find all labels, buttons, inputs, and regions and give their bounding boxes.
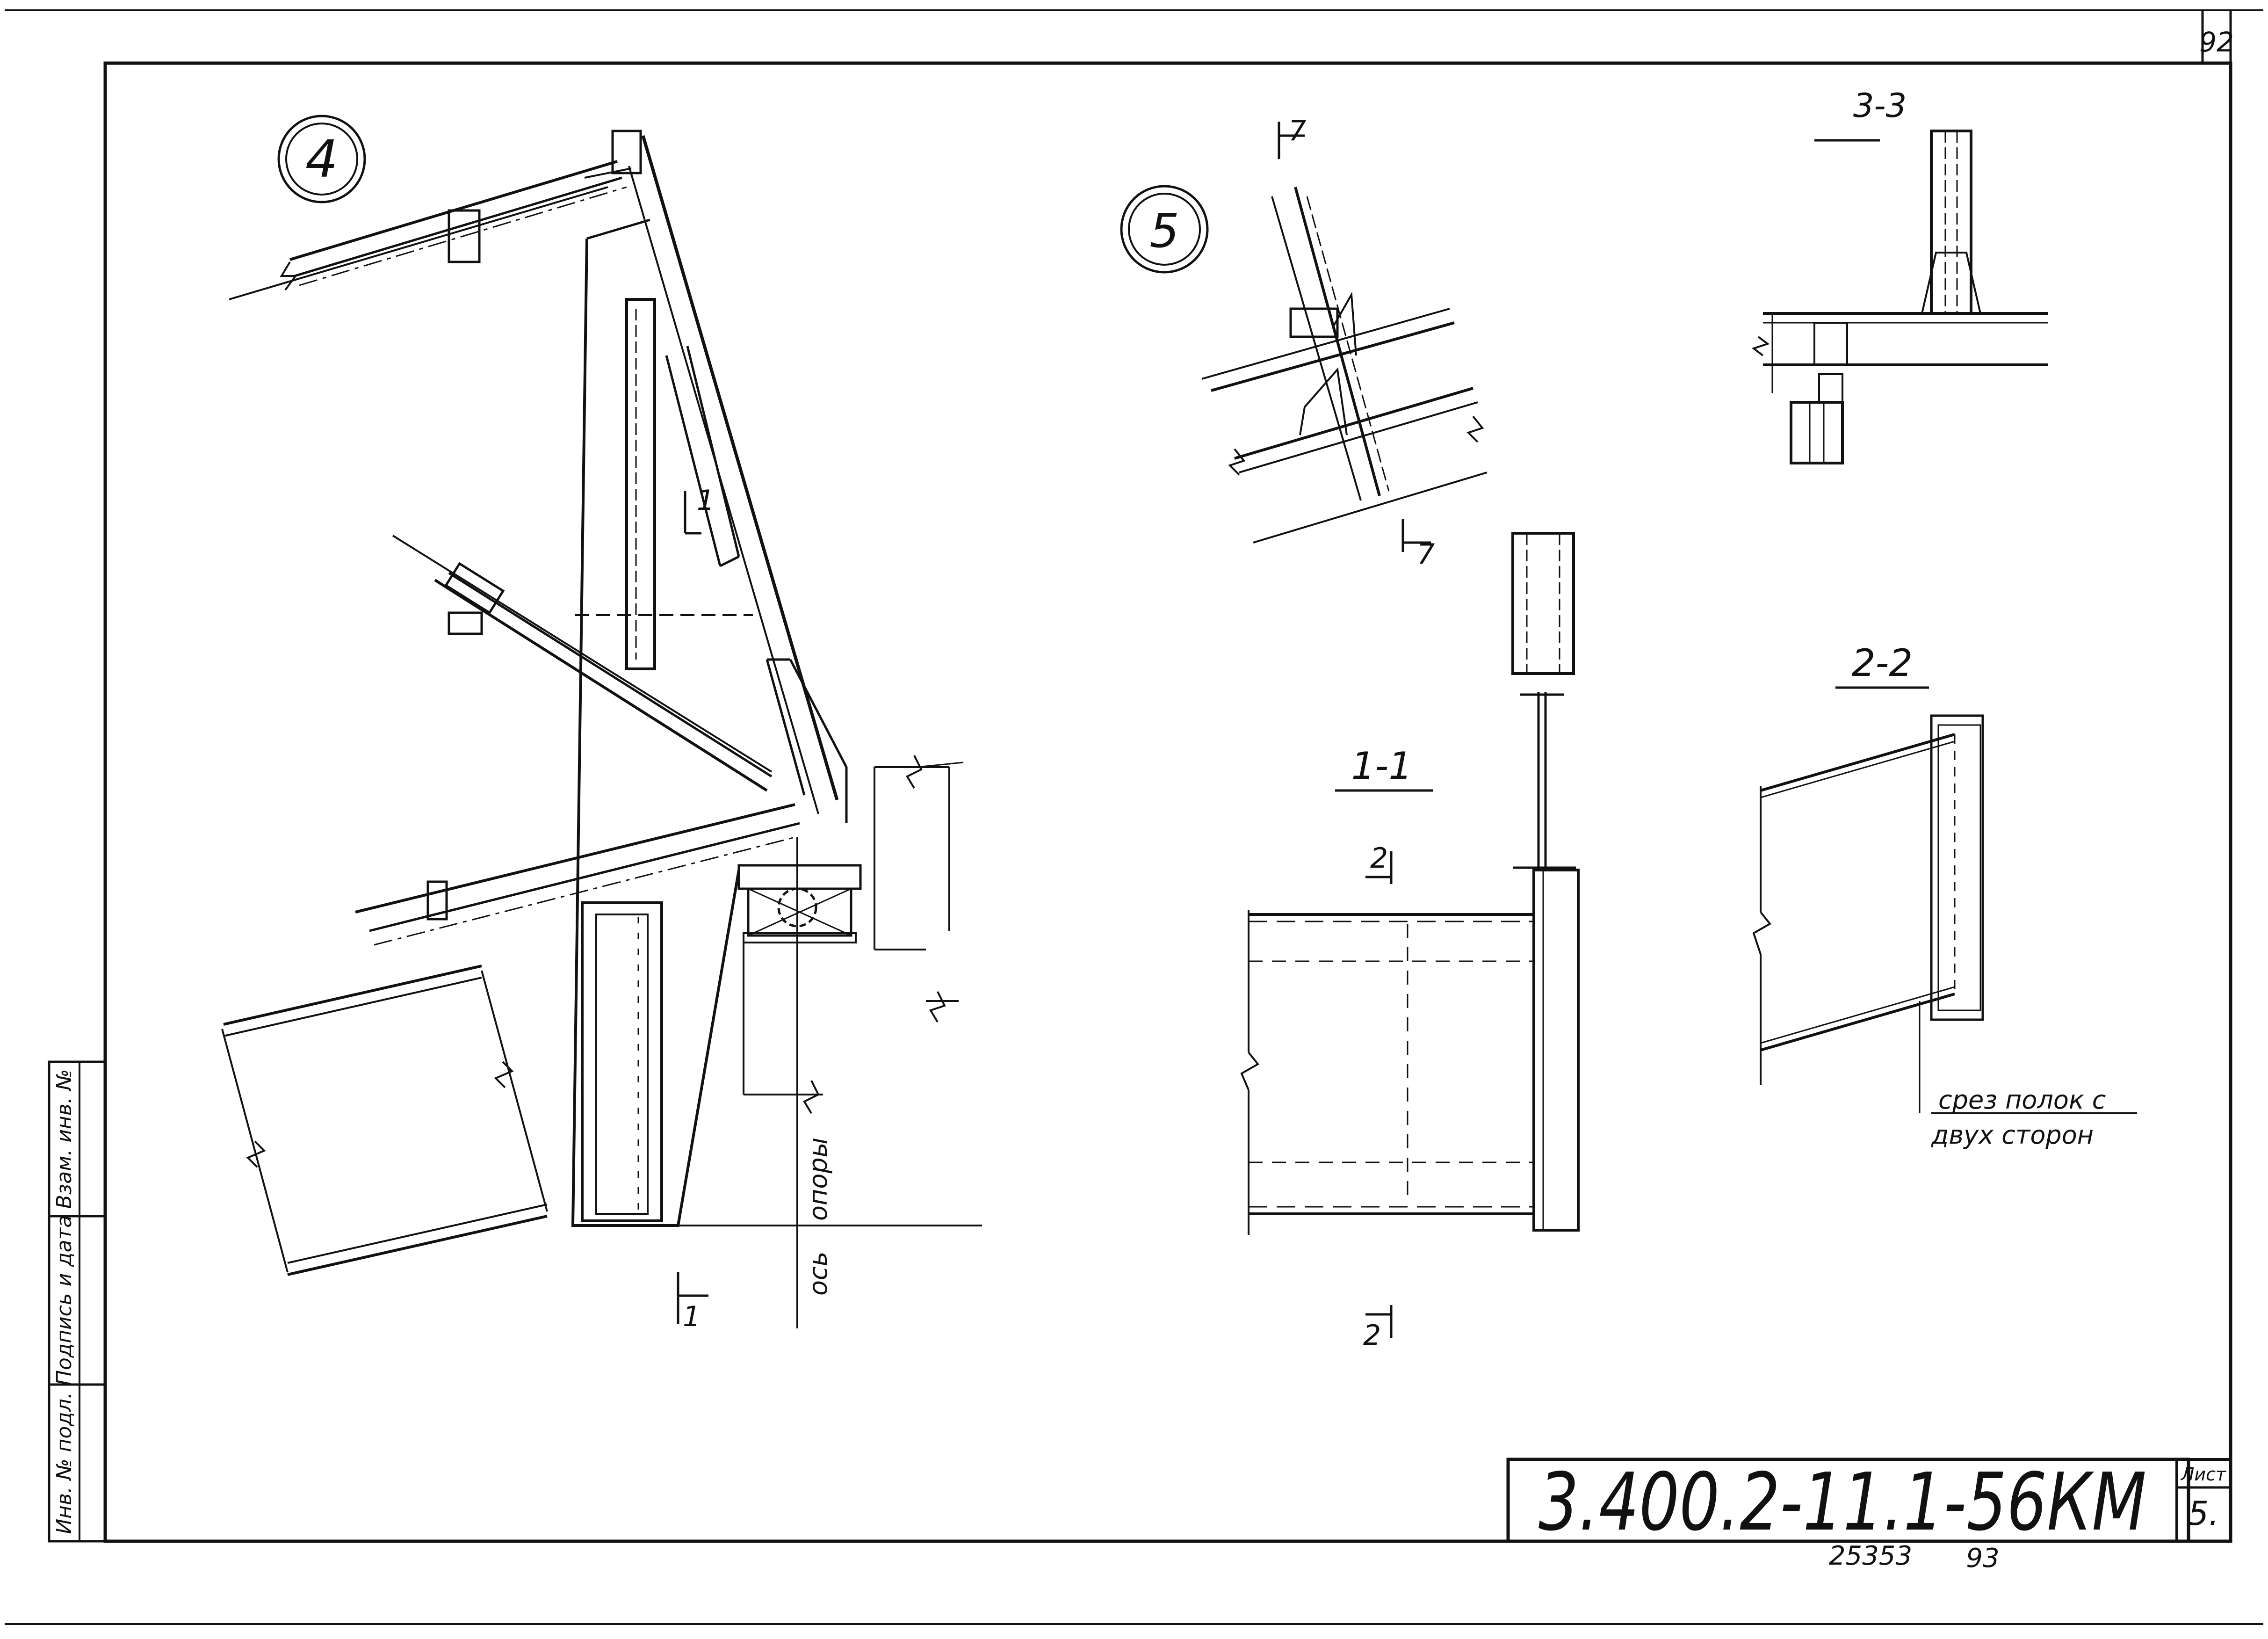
section-1-1-drawing: [1240, 532, 1580, 1338]
section-2-2-title: 2-2: [1852, 641, 1913, 685]
node-4-drawing: [221, 130, 982, 1328]
support-axis-word-2: опоры: [803, 1138, 833, 1221]
node-5-label: 5: [1149, 203, 1179, 258]
node-4-label: 4: [305, 129, 338, 189]
section-3-3-drawing: [1751, 130, 2048, 464]
cut-1-label-upper: 1: [697, 484, 715, 517]
copy-number: 93: [1966, 1543, 1999, 1574]
sheet-number: 5.: [2188, 1494, 2219, 1533]
cut-7-label-upper: 7: [1288, 115, 1306, 147]
page-number: 92: [2199, 26, 2234, 58]
cut-1-label-lower: 1: [683, 1300, 701, 1333]
note-line-1: срез полок с: [1938, 1085, 2106, 1115]
section-3-3-title: 3-3: [1853, 87, 1907, 125]
node-5-callout: 5: [1120, 185, 1209, 274]
sheet-frame: [5, 9, 2263, 1625]
support-axis-word-1: ось: [803, 1251, 833, 1296]
sheet-label: Лист: [2180, 1464, 2227, 1485]
archive-number: 25353: [1829, 1541, 1912, 1571]
section-2-2-drawing: [1752, 714, 2137, 1114]
drawing-designation: 3.400.2-11.1-56КМ: [1538, 1456, 2146, 1549]
stamp-signature-date: Подпись и дата: [52, 1215, 76, 1385]
node-5-drawing: [1201, 122, 1488, 552]
stamp-original-inv-no: Инв. № подл.: [52, 1392, 76, 1534]
cut-2-label-lower: 2: [1363, 1319, 1381, 1352]
note-line-2: двух сторон: [1931, 1120, 2094, 1150]
cut-7-label-lower: 7: [1417, 538, 1435, 571]
node-4-callout: 4: [277, 115, 366, 203]
stamp-replacement-inv-no: Взам. инв. №: [52, 1069, 76, 1209]
section-1-1-title: 1-1: [1351, 744, 1413, 788]
title-block: [1506, 1458, 2232, 1543]
cut-2-label-upper: 2: [1370, 842, 1388, 875]
